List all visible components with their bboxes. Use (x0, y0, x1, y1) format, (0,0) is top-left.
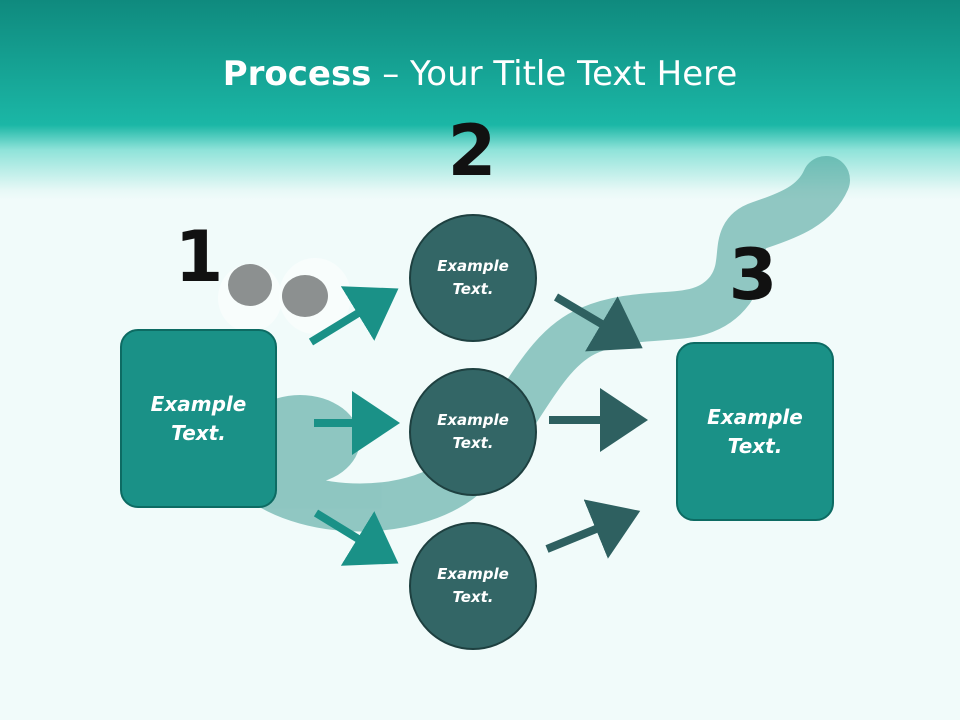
circle-1: Example Text. (409, 214, 537, 342)
arrows-in (308, 286, 400, 566)
circle-3: Example Text. (409, 522, 537, 650)
right-box: Example Text. (676, 342, 834, 521)
left-box-text: Example Text. (150, 391, 247, 445)
circle-2-text: Example Text. (437, 411, 509, 452)
arrow-to-circle-1 (308, 286, 399, 346)
circle-2: Example Text. (409, 368, 537, 496)
title-rest: – Your Title Text Here (371, 54, 738, 94)
circle-1-text: Example Text. (437, 257, 509, 298)
arrows-out (545, 293, 648, 559)
left-box: Example Text. (120, 329, 277, 508)
step-number-1: 1 (174, 216, 224, 298)
arrow-from-circle-3 (545, 499, 641, 559)
arrow-from-circle-1 (553, 293, 643, 352)
circle-3-text: Example Text. (437, 565, 509, 606)
slide-title: Process – Your Title Text Here (0, 52, 960, 96)
title-bold: Process (222, 54, 372, 94)
arrow-to-circle-3 (313, 509, 399, 566)
step-number-3: 3 (728, 234, 778, 316)
header-band (0, 0, 960, 200)
right-box-text: Example Text. (707, 404, 803, 458)
step-number-2: 2 (447, 110, 497, 192)
